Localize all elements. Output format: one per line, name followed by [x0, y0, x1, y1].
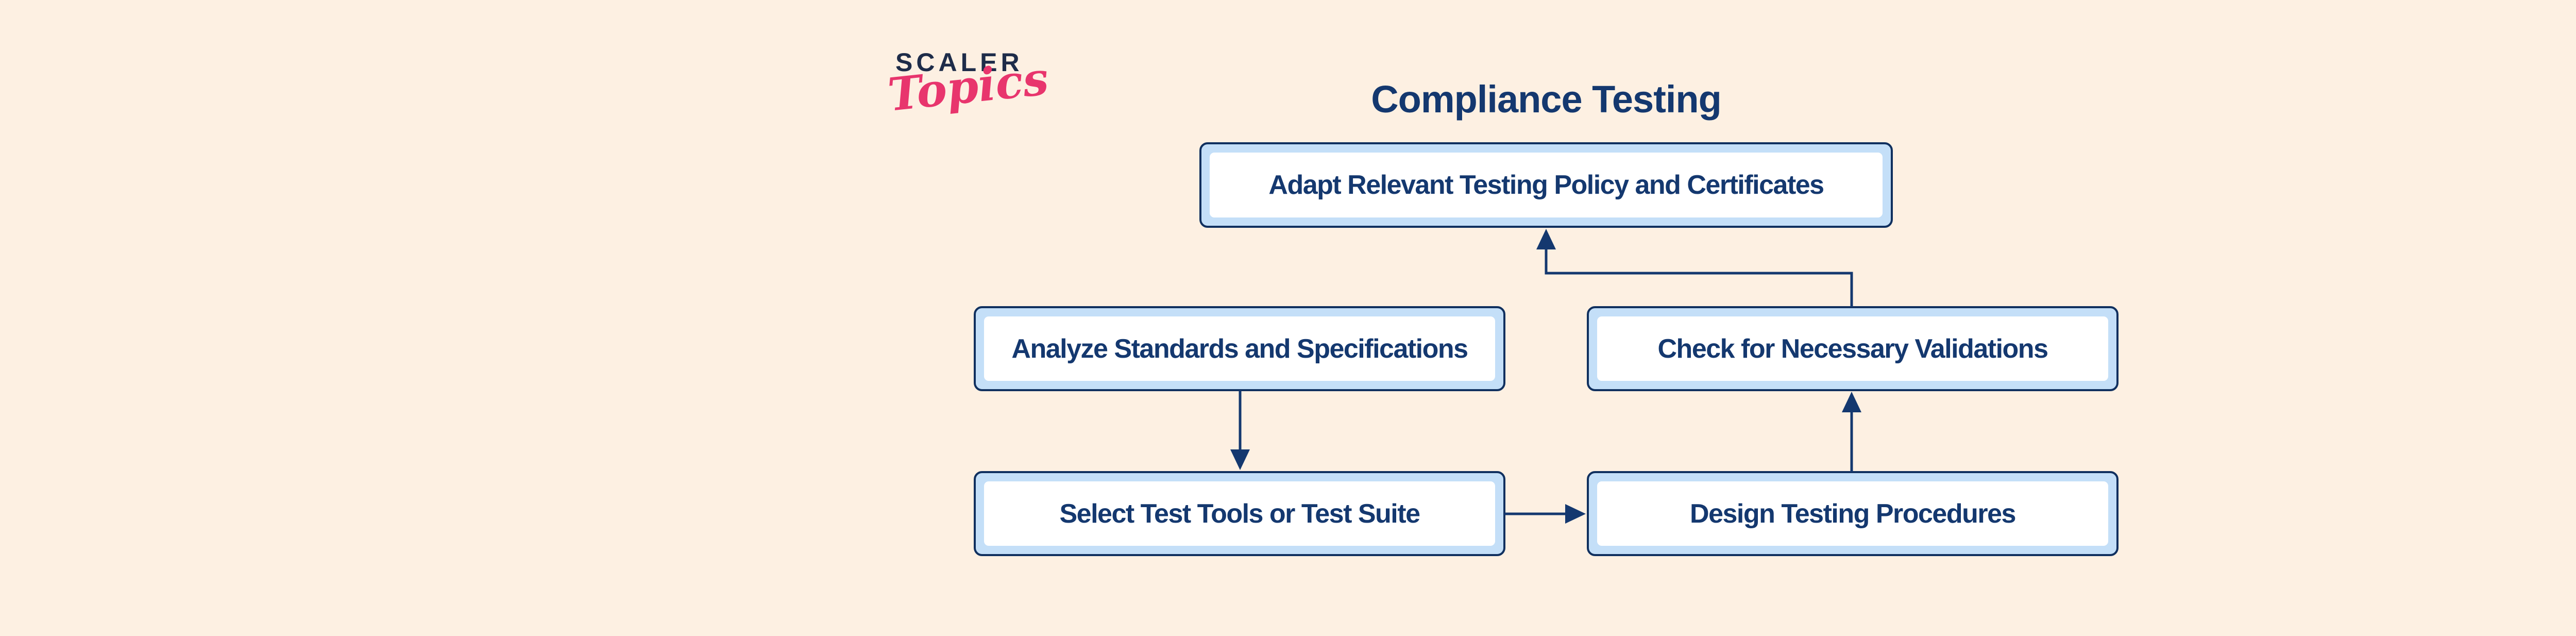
connector-design-to-check: [1842, 392, 1861, 472]
logo-brand-text: SCALER: [895, 48, 1023, 77]
node-adapt-relevant-testing-policy: Adapt Relevant Testing Policy and Certif…: [1199, 142, 1893, 228]
node-label: Design Testing Procedures: [1690, 498, 2016, 529]
node-design-testing-procedures: Design Testing Procedures: [1587, 471, 2119, 556]
node-label: Analyze Standards and Specifications: [1011, 333, 1468, 364]
connector-select-to-design: [1504, 504, 1586, 524]
node-analyze-standards: Analyze Standards and Specifications: [974, 306, 1505, 391]
logo-sub-text: Topics: [885, 51, 1051, 122]
scaler-topics-logo: SCALER Topics: [886, 48, 1051, 122]
node-label: Check for Necessary Validations: [1657, 333, 2049, 364]
connector-check-to-adapt: [1536, 229, 1853, 307]
node-inner: Check for Necessary Validations: [1597, 316, 2108, 381]
node-label: Adapt Relevant Testing Policy and Certif…: [1268, 170, 1824, 200]
arrowhead-right-icon: [1565, 504, 1586, 524]
node-inner: Design Testing Procedures: [1597, 481, 2108, 546]
node-label: Select Test Tools or Test Suite: [1059, 498, 1421, 529]
arrowhead-up-icon: [1842, 392, 1861, 412]
node-inner: Analyze Standards and Specifications: [984, 316, 1495, 381]
node-select-test-tools: Select Test Tools or Test Suite: [974, 471, 1505, 556]
node-check-validations: Check for Necessary Validations: [1587, 306, 2119, 391]
connector-analyze-to-select: [1230, 390, 1250, 470]
connector-line: [1545, 249, 1853, 307]
arrowhead-up-icon: [1536, 229, 1556, 249]
arrowhead-down-icon: [1230, 449, 1250, 470]
node-inner: Select Test Tools or Test Suite: [984, 481, 1495, 546]
node-inner: Adapt Relevant Testing Policy and Certif…: [1210, 153, 1883, 217]
diagram-title: Compliance Testing: [1371, 78, 1722, 121]
